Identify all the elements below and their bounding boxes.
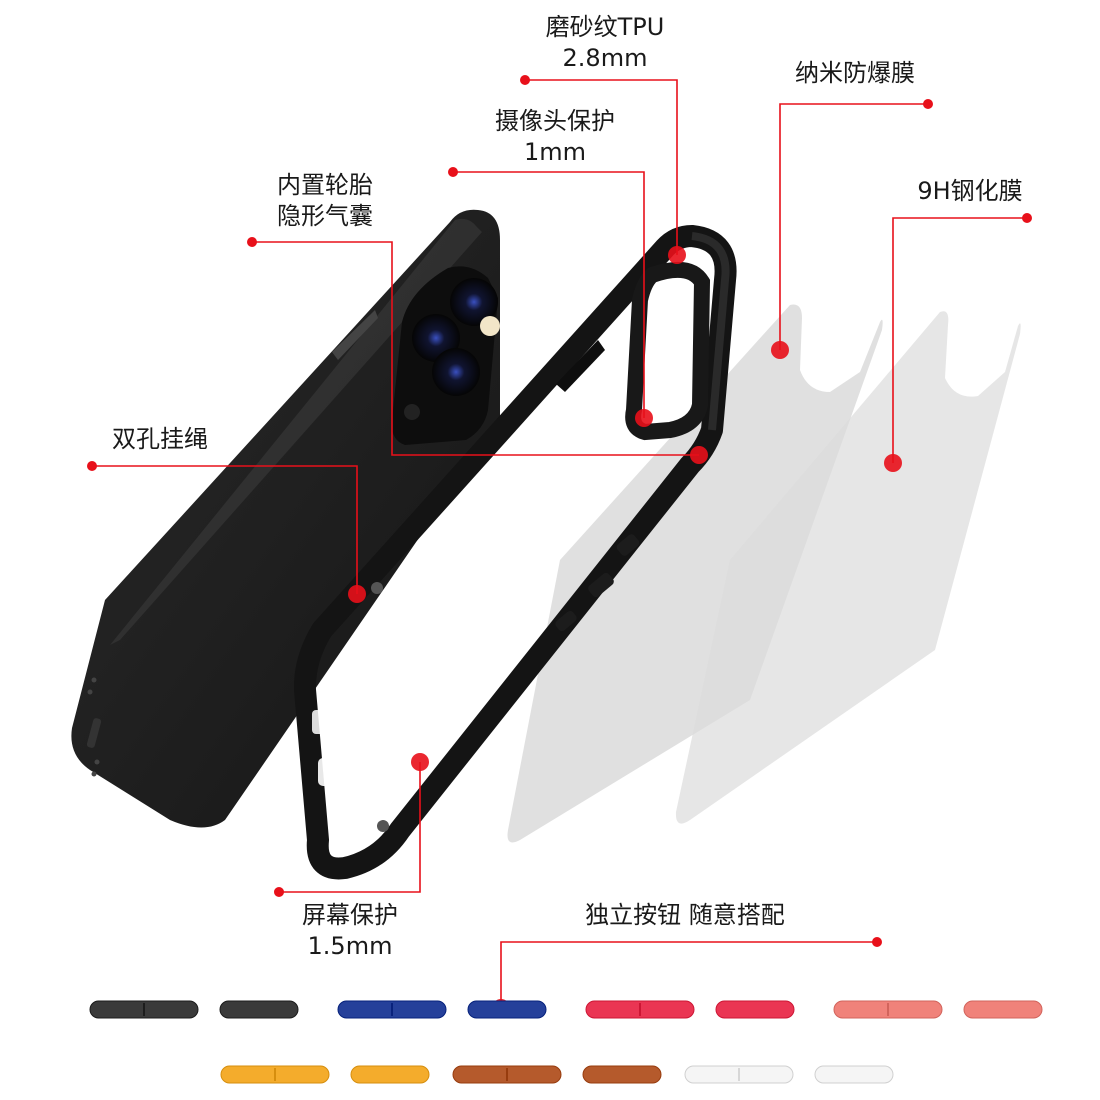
label-line: 摄像头保护 [495,107,615,135]
camera-protection-leader [453,171,645,418]
button-swatch-white-single [814,1065,894,1084]
button-swatch-yellow-double [220,1065,330,1084]
callout-dot [635,409,653,427]
bumper-case [293,225,737,880]
label-line: 1.5mm [307,932,393,960]
label-line: 9H钢化膜 [917,177,1023,205]
buttons-leader [500,941,877,1008]
label-line: 隐形气囊 [277,202,373,230]
camera-lens-icon [432,348,480,396]
label-line: 磨砂纹TPU [545,13,665,41]
button-swatch-black-single [219,1000,299,1019]
lanyard-holes-leader [92,465,358,594]
button-swatch-red-single [715,1000,795,1019]
callout-dot [448,167,458,177]
airbag-leader [252,241,699,456]
label-buttons: 独立按钮 随意搭配 [545,900,825,931]
button-swatches [89,1000,1043,1084]
button-swatch-coral-single [963,1000,1043,1019]
matte-tpu-leader [525,79,678,255]
flash-icon [480,316,500,336]
tempered-glass-leader [892,217,1027,463]
label-nano-film: 纳米防爆膜 [760,58,950,89]
callout-dot [274,887,284,897]
label-line: 独立按钮 随意搭配 [585,901,785,929]
nano-film-leader [779,103,928,350]
label-camera-protection: 摄像头保护 1mm [470,106,640,168]
label-matte-tpu: 磨砂纹TPU 2.8mm [520,12,690,74]
callout-dot [923,99,933,109]
button-swatch-blue-single [467,1000,547,1019]
callout-dot [771,341,789,359]
callout-dot [520,75,530,85]
button-swatch-brown-double [452,1065,562,1084]
label-airbag: 内置轮胎 隐形气囊 [250,170,400,232]
callout-dot [690,446,708,464]
button-swatch-yellow-single [350,1065,430,1084]
label-tempered-glass: 9H钢化膜 [880,176,1060,207]
button-swatch-brown-single [582,1065,662,1084]
nano-film [507,304,883,843]
button-swatch-black-double [89,1000,199,1019]
label-lanyard-holes: 双孔挂绳 [90,424,230,455]
callout-dot [1022,213,1032,223]
tempered-glass-film [675,311,1021,824]
camera-lens-icon [450,278,498,326]
label-line: 纳米防爆膜 [795,59,915,87]
label-line: 1mm [523,138,587,166]
button-swatch-coral-double [833,1000,943,1019]
button-swatch-white-double [684,1065,794,1084]
label-line: 内置轮胎 [277,171,373,199]
callout-dot [348,585,366,603]
label-line: 屏幕保护 [302,901,398,929]
callout-dot [411,753,429,771]
label-line: 2.8mm [562,44,648,72]
button-swatch-red-double [585,1000,695,1019]
callout-dot [884,454,902,472]
callout-dot [87,461,97,471]
label-screen-protection: 屏幕保护 1.5mm [275,900,425,962]
screen-protection-leader [279,762,421,893]
callout-dot [668,246,686,264]
phone-body [71,209,500,828]
callout-dot [247,237,257,247]
label-line: 双孔挂绳 [112,425,208,453]
callout-dot [872,937,882,947]
button-swatch-blue-double [337,1000,447,1019]
